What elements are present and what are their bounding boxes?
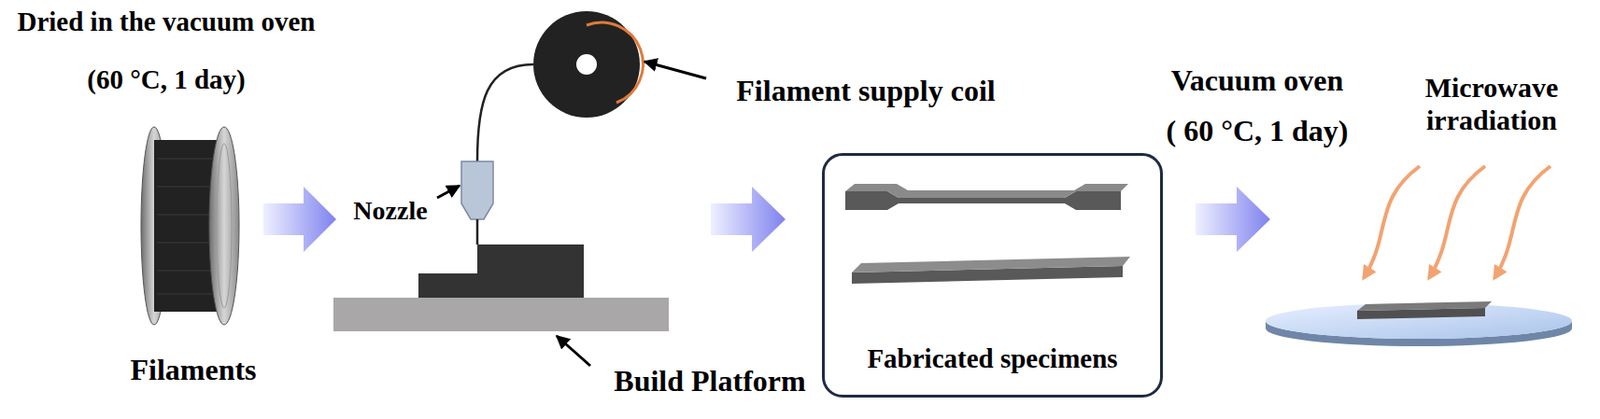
flow-arrow: [263, 186, 337, 253]
text-label: Filaments: [129, 353, 256, 388]
text-label: ( 60 °C, 1 day): [1165, 113, 1348, 149]
flow-arrow: [1195, 186, 1271, 253]
text-label: Microwave irradiation: [1412, 71, 1572, 137]
text-label: Dried in the vacuum oven: [17, 6, 316, 38]
text-label: Vacuum oven: [1171, 63, 1345, 99]
text-label: Build Platform: [613, 364, 806, 399]
text-label: Nozzle: [353, 196, 427, 227]
text-label: Filament supply coil: [736, 73, 995, 109]
microwave-setup: [1265, 166, 1572, 347]
flow-arrow: [710, 186, 786, 253]
box-text: Fabricated specimens: [866, 343, 1118, 375]
printer: [333, 11, 707, 367]
text-label: (60 °C, 1 day): [86, 64, 245, 96]
process-box: Fabricated specimens: [821, 153, 1163, 398]
specimens: [845, 184, 1131, 284]
filament-spool: [141, 127, 240, 326]
